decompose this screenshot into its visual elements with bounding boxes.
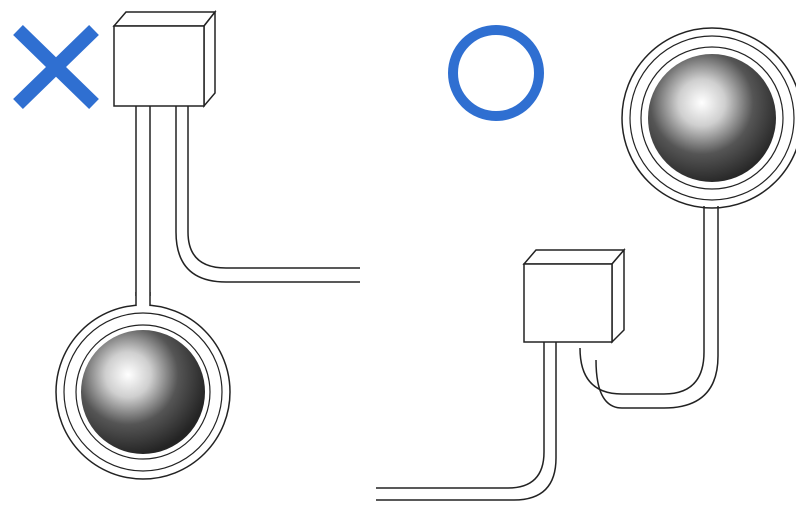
junction-box [112, 9, 217, 109]
bent-cable [175, 106, 360, 283]
drip-loop-cable [579, 206, 719, 409]
straight-cable [135, 106, 151, 296]
junction-box [522, 247, 626, 344]
outgoing-cable [376, 342, 557, 501]
sensor [55, 292, 231, 480]
sensor [621, 27, 796, 209]
incorrect-panel [13, 9, 360, 480]
correct-panel [376, 25, 796, 501]
cross-icon [13, 24, 99, 110]
circle-icon [448, 25, 544, 121]
